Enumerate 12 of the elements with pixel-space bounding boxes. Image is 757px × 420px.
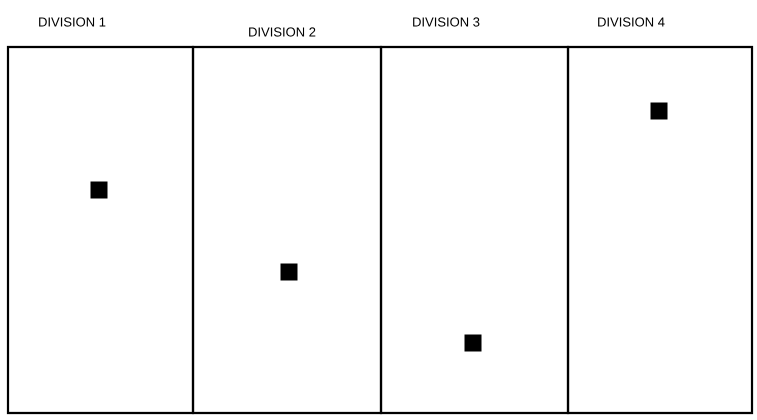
- node-label: DIVISION 1: [39, 17, 106, 27]
- node-label: DIVISION 2: [249, 27, 316, 37]
- division-panel: DIVISION 1: [6, 17, 194, 414]
- square-marker: [650, 102, 668, 120]
- node-label: DIVISION 4: [598, 17, 665, 27]
- square-marker: [464, 334, 482, 352]
- square-marker: [280, 264, 298, 280]
- node-label: DIVISION 3: [413, 17, 480, 27]
- division-panel: DIVISION 2: [192, 27, 382, 414]
- division-panel: DIVISION 4: [566, 17, 754, 414]
- square-marker: [90, 182, 108, 198]
- division-panel: DIVISION 3: [380, 17, 570, 414]
